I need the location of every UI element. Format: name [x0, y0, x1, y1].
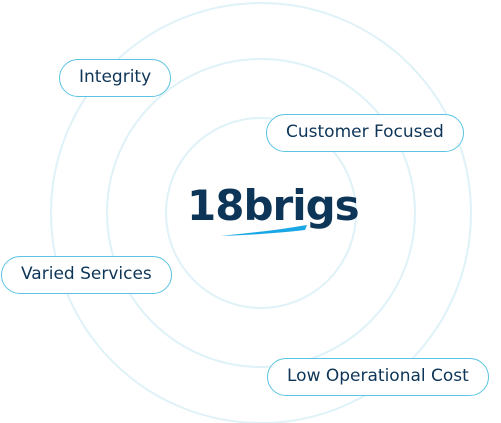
- ring-middle: [106, 58, 416, 368]
- logo-swoosh-icon: [221, 225, 307, 236]
- value-pill-label: Integrity: [79, 67, 152, 87]
- ring-inner: [165, 117, 357, 309]
- value-pill-label: Low Operational Cost: [287, 366, 469, 386]
- value-pill-integrity: Integrity: [59, 59, 172, 97]
- brand-logo-wordmark: 18brigs: [187, 181, 360, 230]
- value-pill-low-operational-cost: Low Operational Cost: [267, 358, 489, 396]
- brand-logo: 18brigs: [183, 182, 360, 238]
- value-pill-customer-focused: Customer Focused: [266, 114, 464, 152]
- ring-outer: [50, 2, 472, 423]
- value-pill-label: Customer Focused: [286, 122, 444, 142]
- value-pill-label: Varied Services: [21, 264, 152, 284]
- value-pill-varied-services: Varied Services: [1, 256, 172, 294]
